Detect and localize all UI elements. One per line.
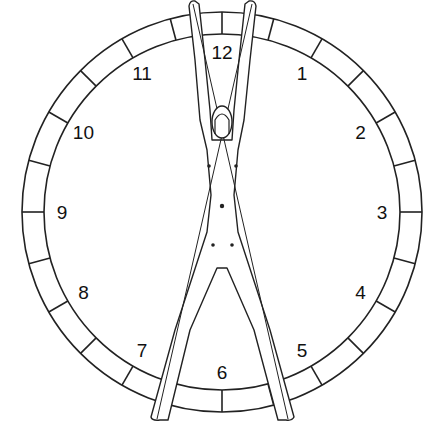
ring-tick — [49, 301, 68, 312]
ring-tick — [29, 258, 50, 264]
ring-tick — [81, 71, 97, 87]
ring-tick — [268, 19, 274, 40]
ring-tick — [221, 12, 223, 34]
ring-tick — [400, 211, 422, 213]
clock-number: 10 — [73, 123, 94, 142]
ring-tick — [376, 112, 395, 123]
ring-tick — [221, 390, 223, 412]
ring-tick — [311, 366, 322, 385]
body-points — [207, 164, 238, 247]
clock-number: 11 — [132, 64, 152, 83]
human-figure — [151, 1, 294, 420]
clock-number: 4 — [355, 283, 366, 302]
ring-tick — [122, 366, 133, 385]
limb-line — [193, 4, 288, 419]
head — [212, 106, 232, 138]
clock-number: 2 — [355, 123, 366, 142]
ring-tick — [348, 338, 364, 354]
clock-number: 1 — [297, 64, 308, 83]
ring-tick — [394, 258, 415, 264]
ring-tick — [49, 112, 68, 123]
ring-tick — [29, 160, 50, 166]
ring-tick — [348, 71, 364, 87]
clock-number: 7 — [137, 341, 148, 360]
hair-line — [215, 114, 229, 134]
clock-number: 3 — [377, 203, 388, 222]
clock-number: 9 — [57, 203, 68, 222]
ring-tick — [311, 39, 322, 58]
ring-tick — [394, 160, 415, 166]
clock-number: 5 — [297, 341, 308, 360]
clock-number: 12 — [211, 43, 232, 62]
ring-tick — [170, 19, 176, 40]
clock-number: 8 — [78, 283, 89, 302]
ring-tick — [376, 301, 395, 312]
clock-number: 6 — [217, 363, 228, 382]
limb-line — [157, 4, 252, 419]
ring-tick — [22, 211, 44, 213]
ring-tick — [122, 39, 133, 58]
ring-tick — [81, 338, 97, 354]
